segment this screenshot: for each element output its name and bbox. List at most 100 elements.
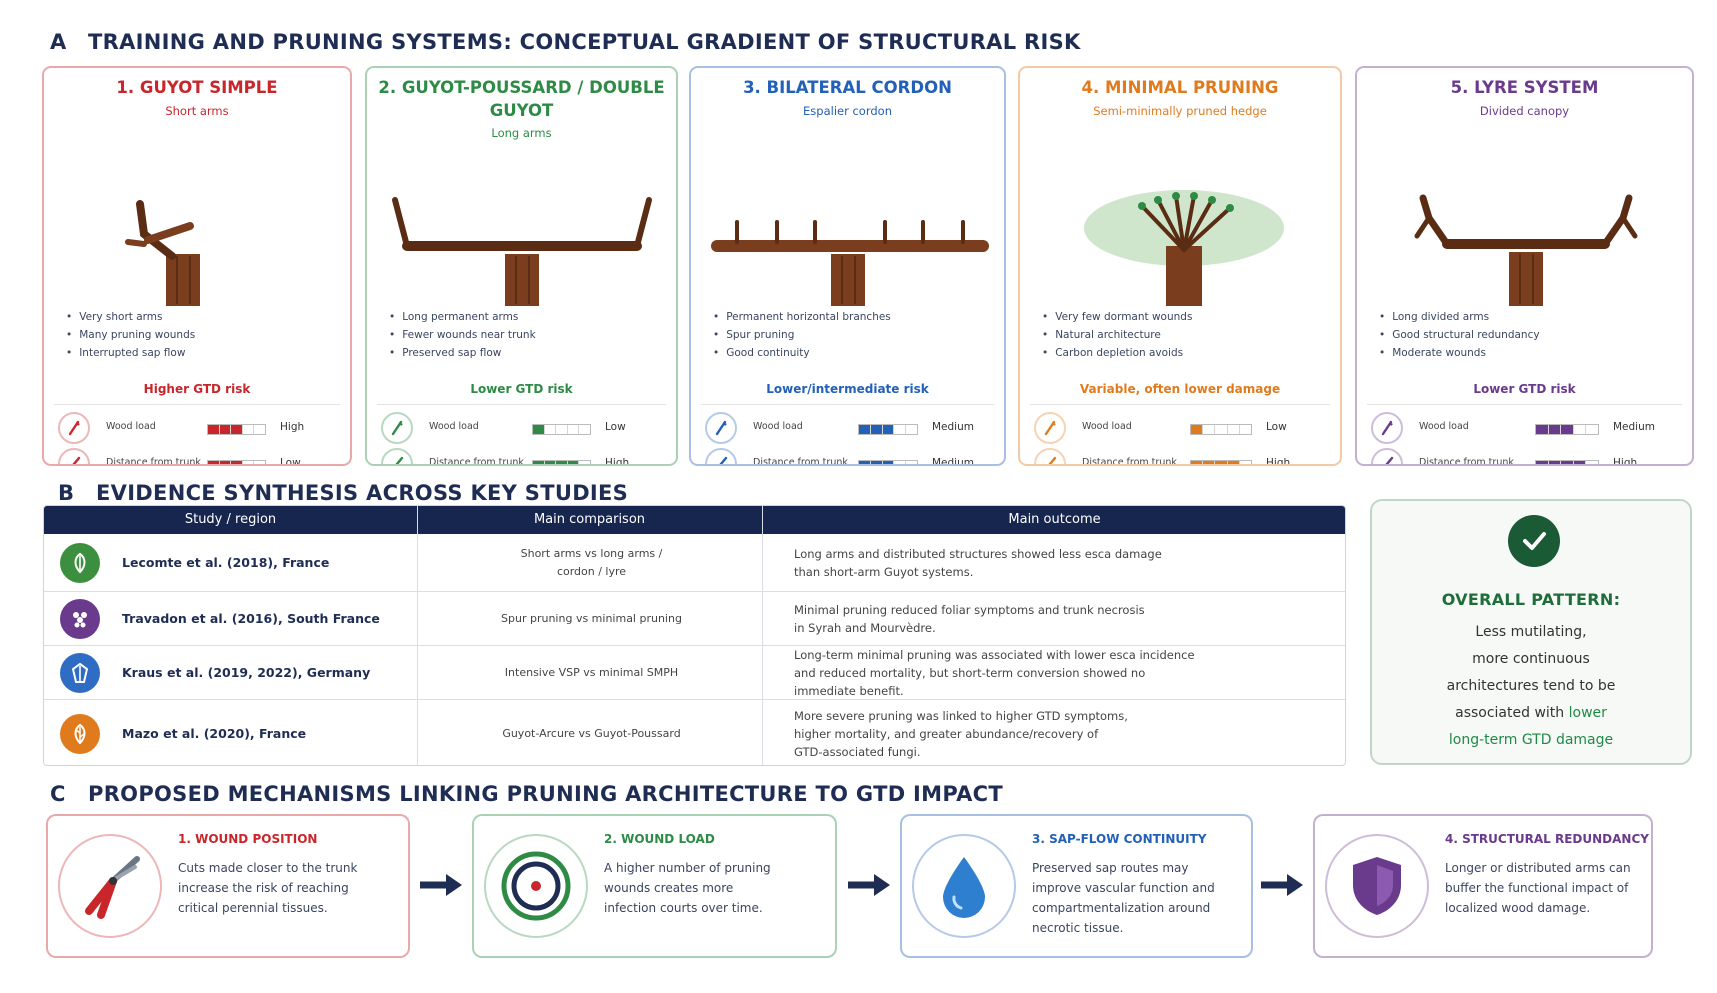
mechanism-card-2: 2. WOUND LOAD A higher number of pruning… [472, 814, 837, 958]
card-bullet: Spur pruning [713, 326, 992, 344]
card-subtitle: Short arms [165, 104, 229, 118]
comparison-line: Guyot-Arcure vs Guyot-Poussard [502, 727, 681, 740]
leaf-icon [60, 653, 100, 693]
metric-label: Distance from trunk [106, 457, 201, 466]
main-comparison: Spur pruning vs minimal pruning [419, 610, 764, 628]
metric-level: Medium [1613, 421, 1655, 433]
ruler-icon [58, 448, 90, 464]
divider [1030, 404, 1330, 405]
metric-distance-from-trunk: Distance from trunk Medium [699, 448, 996, 464]
meter-segment [242, 425, 255, 434]
pattern-line: associated with lower [1394, 700, 1668, 727]
meter-segment [533, 461, 545, 464]
meter-segment [882, 425, 895, 434]
meter-segment [906, 425, 917, 434]
card-bullet: Fewer wounds near trunk [389, 326, 664, 344]
pattern-line: Less mutilating, [1475, 624, 1587, 640]
mechanism-line: wounds creates more [604, 881, 734, 895]
meter-segment [894, 461, 907, 464]
col-header-comparison: Main comparison [533, 512, 646, 527]
mechanism-title: 2. WOUND LOAD [604, 832, 715, 846]
outcome-line: Minimal pruning reduced foliar symptoms … [794, 603, 1145, 617]
comparison-line: Spur pruning vs minimal pruning [501, 612, 682, 625]
meter-segment [859, 461, 871, 464]
pruning-shears-icon [58, 834, 162, 938]
metric-label: Wood load [1419, 421, 1469, 432]
metric-level: Low [605, 421, 626, 433]
arrow-right-icon [420, 874, 462, 896]
check-icon [1508, 515, 1560, 567]
card-bullet: Very few dormant wounds [1042, 308, 1328, 326]
risk-label: Variable, often lower damage [1079, 382, 1281, 396]
col-header-outcome: Main outcome [1008, 512, 1101, 527]
risk-label: Lower GTD risk [470, 382, 573, 396]
arrow-right-icon [848, 874, 890, 896]
meter-segment [533, 425, 545, 434]
meter-segment [1586, 461, 1598, 464]
metric-wood-load: Wood load Medium [1365, 412, 1684, 446]
mechanism-line: necrotic tissue. [1032, 921, 1124, 935]
mechanism-line: improve vascular function and [1032, 881, 1215, 895]
ruler-icon [1034, 448, 1066, 464]
outcome-line: Long-term minimal pruning was associated… [794, 648, 1195, 662]
mechanism-card-4: 4. STRUCTURAL REDUNDANCY Longer or distr… [1313, 814, 1653, 958]
card-bullet: Moderate wounds [1379, 344, 1680, 362]
study-name: Mazo et al. (2020), France [122, 726, 307, 741]
mechanism-line: buffer the functional impact of [1445, 881, 1629, 895]
evidence-table: Study / region Main comparison Main outc… [43, 505, 1346, 766]
card-title: 4. MINIMAL PRUNING [1081, 78, 1279, 97]
mechanism-line: infection courts over time. [604, 901, 763, 915]
comparison-line: Short arms vs long arms / [520, 547, 663, 560]
metric-level: High [1613, 457, 1638, 466]
pattern-title: OVERALL PATTERN: [1441, 590, 1621, 609]
mechanism-line: compartmentalization around [1032, 901, 1211, 915]
axe-icon [58, 412, 90, 444]
card-bullet: Long permanent arms [389, 308, 664, 326]
card-bullets: Very few dormant woundsNatural architect… [1042, 308, 1328, 362]
metric-label: Wood load [1082, 421, 1132, 432]
card-bullet: Good structural redundancy [1379, 326, 1680, 344]
meter-segment [219, 461, 232, 464]
ruler-icon [381, 448, 413, 464]
vine-illustration [1084, 190, 1284, 306]
meter-segment [870, 461, 883, 464]
metric-meter [532, 460, 591, 464]
mechanism-title: 4. STRUCTURAL REDUNDANCY [1445, 832, 1649, 846]
meter-segment [556, 461, 568, 464]
card-bullet: Preserved sap flow [389, 344, 664, 362]
card-bullet: Permanent horizontal branches [713, 308, 992, 326]
meter-segment [567, 425, 580, 434]
metric-level: Low [1266, 421, 1287, 433]
table-header: Study / region Main comparison Main outc… [44, 506, 1345, 534]
shield-icon [1325, 834, 1429, 938]
metric-level: High [1266, 457, 1291, 466]
metric-label: Distance from trunk [1419, 457, 1514, 466]
table-row: Travadon et al. (2016), South France Spu… [44, 591, 1345, 645]
study-name: Kraus et al. (2019, 2022), Germany [122, 665, 371, 680]
metric-meter [1535, 424, 1599, 435]
meter-segment [208, 461, 220, 464]
main-outcome: Long-term minimal pruning was associated… [794, 646, 1334, 700]
target-icon [484, 834, 588, 938]
card-title: 5. LYRE SYSTEM [1450, 78, 1599, 97]
meter-segment [231, 461, 243, 464]
mechanism-card-3: 3. SAP-FLOW CONTINUITY Preserved sap rou… [900, 814, 1253, 958]
comparison-line: Intensive VSP vs minimal SMPH [504, 666, 679, 679]
arrow-right-icon [1261, 874, 1303, 896]
divider [377, 404, 666, 405]
meter-segment [579, 461, 590, 464]
meter-segment [1215, 461, 1228, 464]
card-subtitle: Espalier cordon [803, 104, 892, 118]
metric-label: Wood load [429, 421, 479, 432]
vine-illustration [711, 220, 989, 306]
meter-segment [254, 461, 265, 464]
metric-wood-load: Wood load Low [375, 412, 668, 446]
meter-segment [1215, 425, 1228, 434]
card-subtitle: Long arms [491, 126, 552, 140]
